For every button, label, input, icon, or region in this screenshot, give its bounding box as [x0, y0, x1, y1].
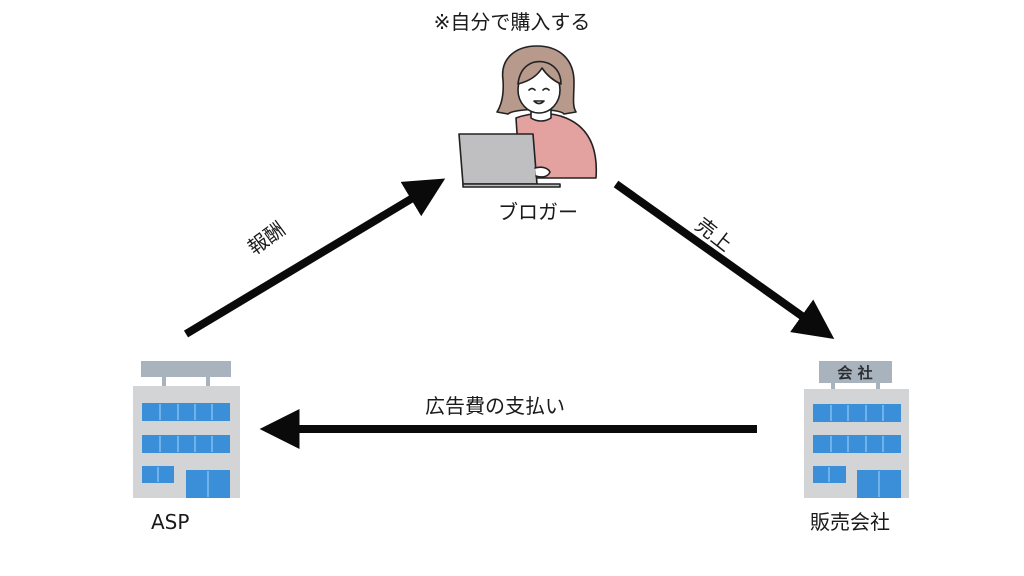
seller-building: 会 社 [804, 361, 909, 498]
blogger-illustration [458, 45, 598, 188]
asp-building [133, 361, 240, 498]
blogger-label: ブロガー [498, 200, 578, 224]
reward-arrow [183, 178, 446, 338]
ad-fee-label: 広告費の支払い [425, 394, 565, 418]
sales-arrow [613, 180, 835, 339]
asp-label: ASP [151, 510, 190, 534]
seller-label: 販売会社 [810, 510, 890, 534]
seller-sign-text: 会 社 [837, 364, 872, 382]
self-purchase-note: ※自分で購入する [433, 10, 591, 34]
